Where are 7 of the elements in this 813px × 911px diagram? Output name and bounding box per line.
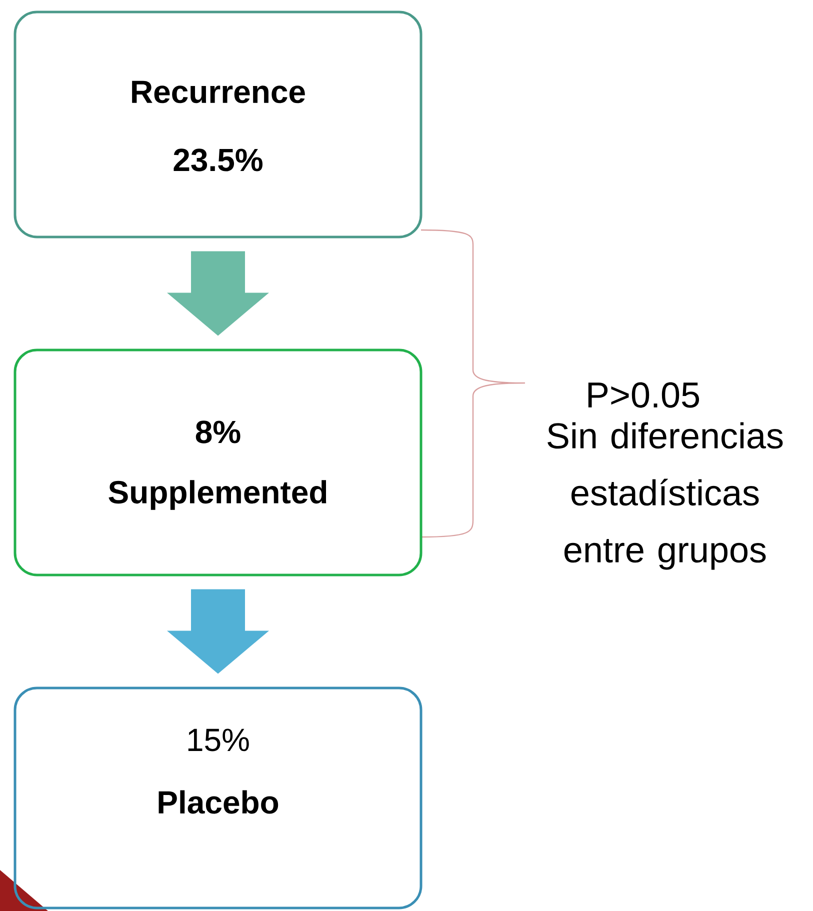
process-box: 15% Placebo [14, 686, 422, 910]
p-value: P>0.05 [588, 382, 700, 408]
note-text: Sin diferencias estadísticas entre grupos [548, 422, 783, 570]
process-box: 8% Supplemented [14, 348, 422, 576]
block-arrow [167, 251, 269, 336]
process-box: Recurrence 23.5% [14, 10, 422, 238]
block-arrow [167, 589, 269, 674]
